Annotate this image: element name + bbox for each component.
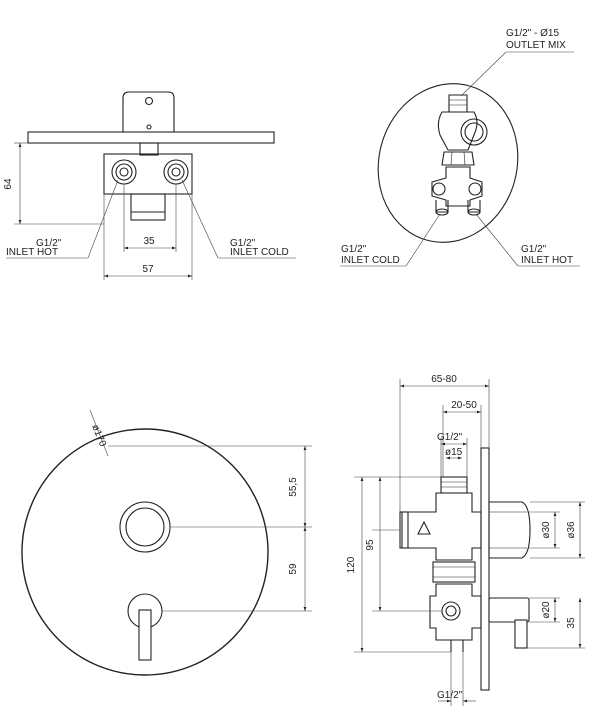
valve-stem xyxy=(130,193,166,221)
side-mixer-body xyxy=(429,583,482,641)
iso-cap-inner xyxy=(464,122,484,142)
side-depth-total: 65-80 xyxy=(431,374,457,385)
dim-64-label: 64 xyxy=(3,178,14,190)
front-diameter-label: ø170 xyxy=(89,423,108,449)
front-dim-upper: 55,5 xyxy=(288,477,299,497)
iso-cold-thread: G1/2" xyxy=(341,244,367,255)
iso-hot-label: INLET HOT xyxy=(521,255,573,266)
top-cold-label: INLET COLD xyxy=(230,247,289,258)
cover-plate xyxy=(27,131,275,144)
side-lever-base xyxy=(488,597,530,623)
dim-35-label: 35 xyxy=(143,236,155,247)
top-cold-thread: G1/2" xyxy=(230,238,256,249)
side-height-120: 120 xyxy=(346,556,357,573)
iso-inlet-cold xyxy=(435,200,449,213)
pin-hole xyxy=(146,124,152,130)
selector-knob xyxy=(119,501,171,553)
connector xyxy=(139,142,159,156)
iso-mixer-body xyxy=(431,166,483,207)
side-view: 65-80 20-50 G1/2" ø15 120 95 ø30 ø36 ø20 xyxy=(346,374,585,706)
side-top-fitting xyxy=(440,476,468,494)
outlet-fitting xyxy=(448,94,468,113)
cartridge-body xyxy=(122,91,175,132)
warning-triangle-icon xyxy=(417,520,431,535)
iso-outlet-thread: G1/2" - Ø15 xyxy=(506,28,559,39)
top-view: 64 35 57 G1/2" INLET HOT G1/2" INLET COL… xyxy=(3,91,296,280)
side-lever-stem xyxy=(514,619,528,649)
side-dia-15: ø15 xyxy=(445,447,463,458)
iso-nut xyxy=(441,151,475,166)
iso-cap-outer xyxy=(460,118,488,146)
side-height-95: 95 xyxy=(365,539,376,551)
side-depth-wall: 20-50 xyxy=(451,400,477,411)
side-dia-20: ø20 xyxy=(541,601,552,619)
iso-view: G1/2" - Ø15 OUTLET MIX G1/2" INLET COLD … xyxy=(340,28,580,267)
iso-outlet-label: OUTLET MIX xyxy=(506,40,566,51)
lever-handle xyxy=(127,593,163,661)
front-view: ø170 55,5 59 xyxy=(21,409,312,676)
iso-cover-plate xyxy=(377,83,519,243)
front-dim-lower: 59 xyxy=(288,563,299,575)
top-hot-label: INLET HOT xyxy=(6,247,58,258)
iso-cartridge xyxy=(437,111,478,151)
side-dia-36: ø36 xyxy=(566,521,577,539)
screw-hole xyxy=(144,96,154,106)
top-hot-thread: G1/2" xyxy=(36,238,62,249)
side-cover-plate xyxy=(480,447,490,691)
side-cartridge-body xyxy=(401,492,482,561)
dim-57-label: 57 xyxy=(142,264,154,275)
iso-cold-label: INLET COLD xyxy=(341,255,400,266)
side-dia-30: ø30 xyxy=(541,521,552,539)
side-height-35: 35 xyxy=(566,617,577,629)
side-knob xyxy=(488,501,531,559)
front-cover-plate xyxy=(21,428,269,676)
iso-inlet-hot xyxy=(467,200,481,213)
iso-hot-thread: G1/2" xyxy=(521,244,547,255)
side-thread-bottom: G1/2" xyxy=(437,690,463,701)
side-thread-top: G1/2" xyxy=(437,432,463,443)
side-nut xyxy=(432,561,476,583)
